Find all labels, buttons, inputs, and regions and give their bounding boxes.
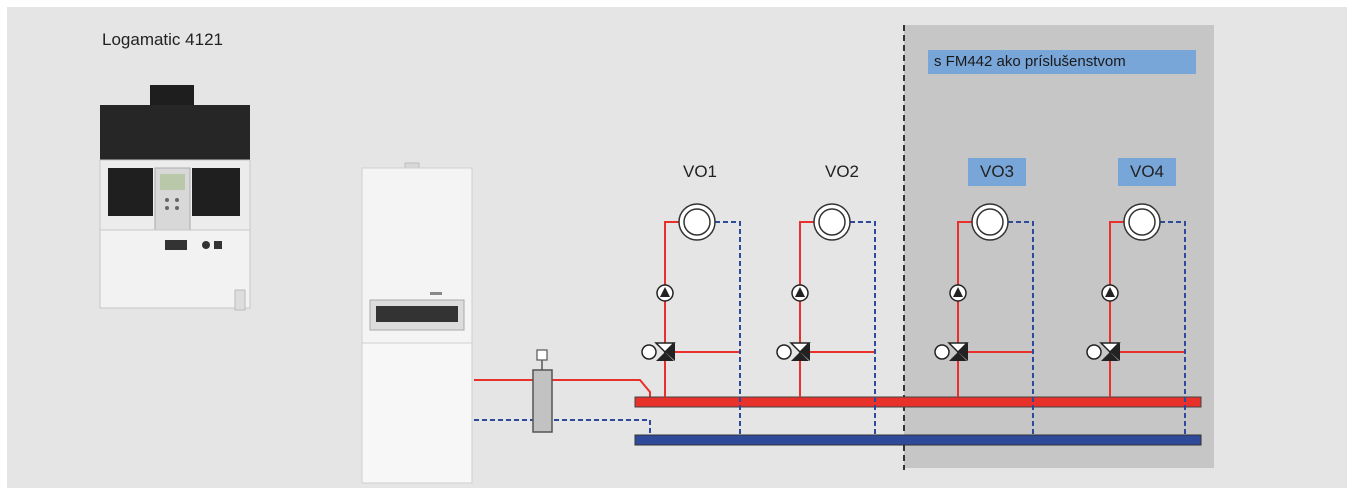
circuit-label-vo1: VO1 (670, 158, 730, 186)
circuit-label-vo2: VO2 (812, 158, 872, 186)
valve-actuator-icon (777, 345, 791, 359)
accessory-label: s FM442 ako príslušenstvom (928, 50, 1196, 74)
diagram-title: Logamatic 4121 (102, 30, 223, 50)
controller-image (100, 85, 250, 310)
boiler-image (362, 163, 472, 483)
circuit-label-vo4: VO4 (1118, 158, 1176, 186)
valve-actuator-icon (642, 345, 656, 359)
supply-manifold (635, 397, 1201, 407)
valve-actuator-icon (935, 345, 949, 359)
circuit-label-vo3: VO3 (968, 158, 1026, 186)
return-manifold (635, 435, 1201, 445)
valve-actuator-icon (1087, 345, 1101, 359)
